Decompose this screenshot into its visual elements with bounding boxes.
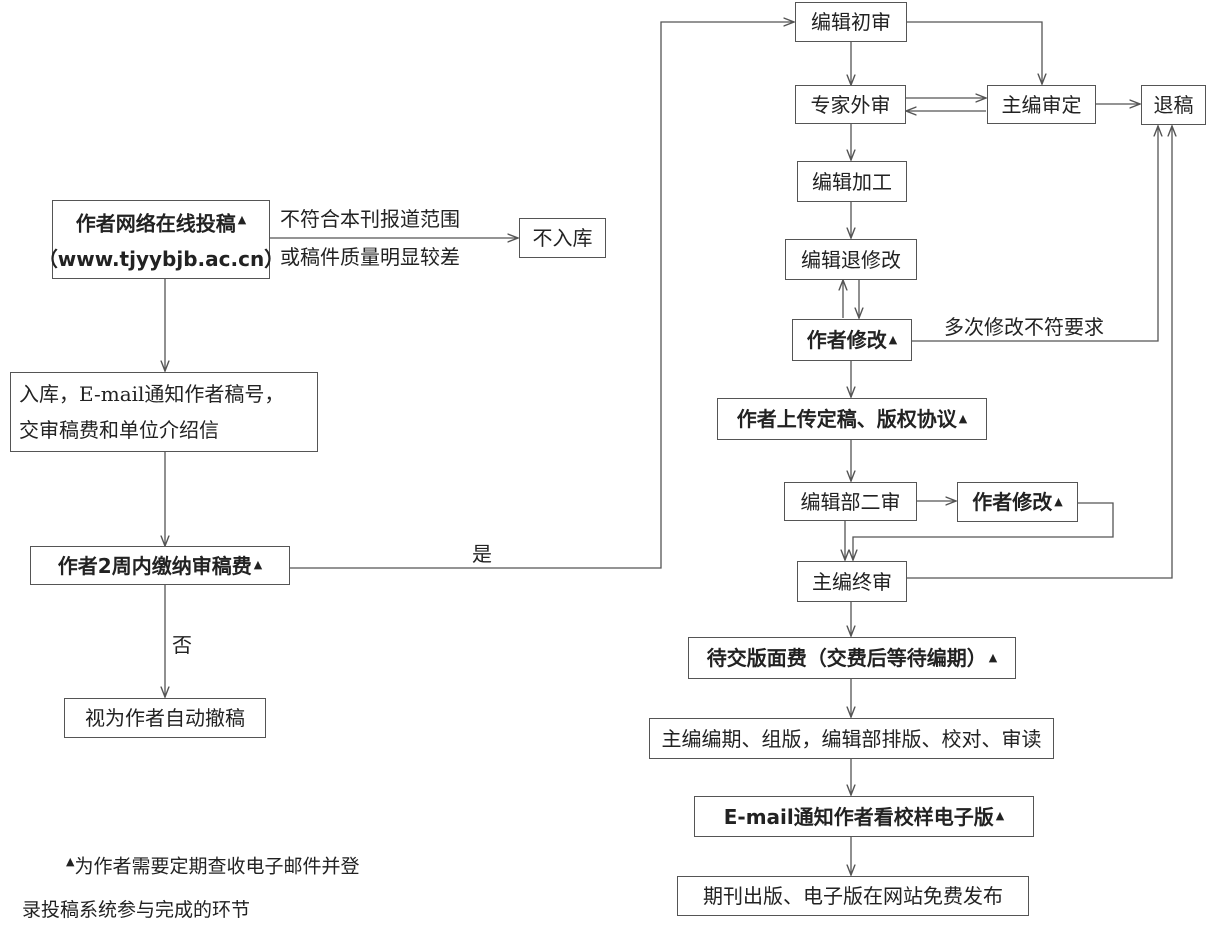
footnote: ▲为作者需要定期查收电子邮件并登 录投稿系统参与完成的环节 [22, 840, 359, 932]
stored-notice-box: 入库，E-mail通知作者稿号， 交审稿费和单位介绍信 [10, 372, 318, 452]
second-review-box: 编辑部二审 [784, 482, 917, 521]
author-action-marker: ▲ [253, 558, 263, 572]
footnote-line1: 为作者需要定期查收电子邮件并登 [74, 855, 360, 878]
chief-decision-box: 主编审定 [987, 85, 1096, 124]
repeated-revision-label: 多次修改不符要求 [944, 315, 1104, 339]
out-of-scope-label-line1: 不符合本刊报道范围 [280, 207, 460, 231]
author-action-marker: ▲ [1054, 494, 1063, 508]
out-of-scope-label-line2: 或稿件质量明显较差 [280, 245, 460, 269]
arrow-final-to-reject [907, 126, 1172, 579]
scheduling-label: 主编编期、组版，编辑部排版、校对、审读 [661, 726, 1042, 751]
return-for-revision-label: 编辑退修改 [801, 247, 901, 272]
no-label: 否 [172, 633, 192, 657]
footnote-line2: 录投稿系统参与完成的环节 [22, 899, 251, 922]
arrow-revise-to-reject [912, 126, 1158, 342]
author-action-marker: ▲ [237, 212, 247, 226]
yes-label: 是 [472, 542, 492, 566]
layout-fee-box: 待交版面费（交费后等待编期）▲ [688, 637, 1016, 679]
chief-decision-label: 主编审定 [1001, 92, 1082, 117]
arrow-revise2-to-final [853, 502, 1114, 560]
expert-review-label: 专家外审 [810, 92, 891, 117]
proof-notice-label: E-mail通知作者看校样电子版 [723, 804, 994, 829]
reject-label: 退稿 [1153, 93, 1194, 117]
return-for-revision-box: 编辑退修改 [785, 239, 917, 280]
layout-fee-label: 待交版面费（交费后等待编期） [706, 646, 987, 670]
submission-website: （www.tjyybjb.ac.cn） [37, 247, 285, 272]
footnote-marker: ▲ [66, 855, 75, 868]
arrow-initial-to-chief [907, 21, 1042, 84]
reject-box: 退稿 [1141, 85, 1206, 125]
arrow-pay-to-initial-review [290, 22, 794, 569]
auto-withdraw-box: 视为作者自动撤稿 [64, 698, 266, 738]
publish-label: 期刊出版、电子版在网站免费发布 [703, 884, 1003, 908]
pay-review-fee-box: 作者2周内缴纳审稿费▲ [30, 546, 290, 585]
author-revise-label: 作者修改 [806, 328, 887, 352]
online-submission-label: 作者网络在线投稿 [75, 211, 236, 236]
editing-box: 编辑加工 [797, 161, 907, 202]
chief-final-review-box: 主编终审 [797, 561, 907, 602]
second-review-label: 编辑部二审 [800, 489, 901, 514]
editing-label: 编辑加工 [812, 169, 892, 194]
stored-notice-line2: 交审稿费和单位介绍信 [19, 418, 219, 442]
publish-box: 期刊出版、电子版在网站免费发布 [677, 876, 1029, 916]
online-submission-box: 作者网络在线投稿▲ （www.tjyybjb.ac.cn） [38, 200, 284, 279]
expert-review-box: 专家外审 [795, 85, 906, 124]
scheduling-box: 主编编期、组版，编辑部排版、校对、审读 [649, 718, 1054, 759]
pay-review-fee-label: 作者2周内缴纳审稿费 [57, 553, 252, 578]
upload-final-label: 作者上传定稿、版权协议 [736, 407, 957, 431]
author-action-marker: ▲ [995, 809, 1005, 823]
stored-notice-line1: 入库，E-mail通知作者稿号， [19, 382, 285, 406]
author-revise-2-box: 作者修改▲ [957, 482, 1078, 522]
chief-final-review-label: 主编终审 [812, 569, 892, 594]
author-revise-2-label: 作者修改 [972, 490, 1053, 514]
editor-initial-review-label: 编辑初审 [811, 10, 891, 34]
upload-final-box: 作者上传定稿、版权协议▲ [717, 398, 987, 440]
author-action-marker: ▲ [958, 411, 968, 425]
author-action-marker: ▲ [988, 650, 998, 664]
auto-withdraw-label: 视为作者自动撤稿 [85, 706, 245, 730]
not-stored-box: 不入库 [519, 218, 606, 258]
not-stored-label: 不入库 [532, 226, 593, 250]
editor-initial-review-box: 编辑初审 [795, 2, 907, 42]
author-action-marker: ▲ [888, 332, 898, 346]
author-revise-box: 作者修改▲ [792, 319, 912, 361]
proof-notice-box: E-mail通知作者看校样电子版▲ [694, 796, 1034, 837]
